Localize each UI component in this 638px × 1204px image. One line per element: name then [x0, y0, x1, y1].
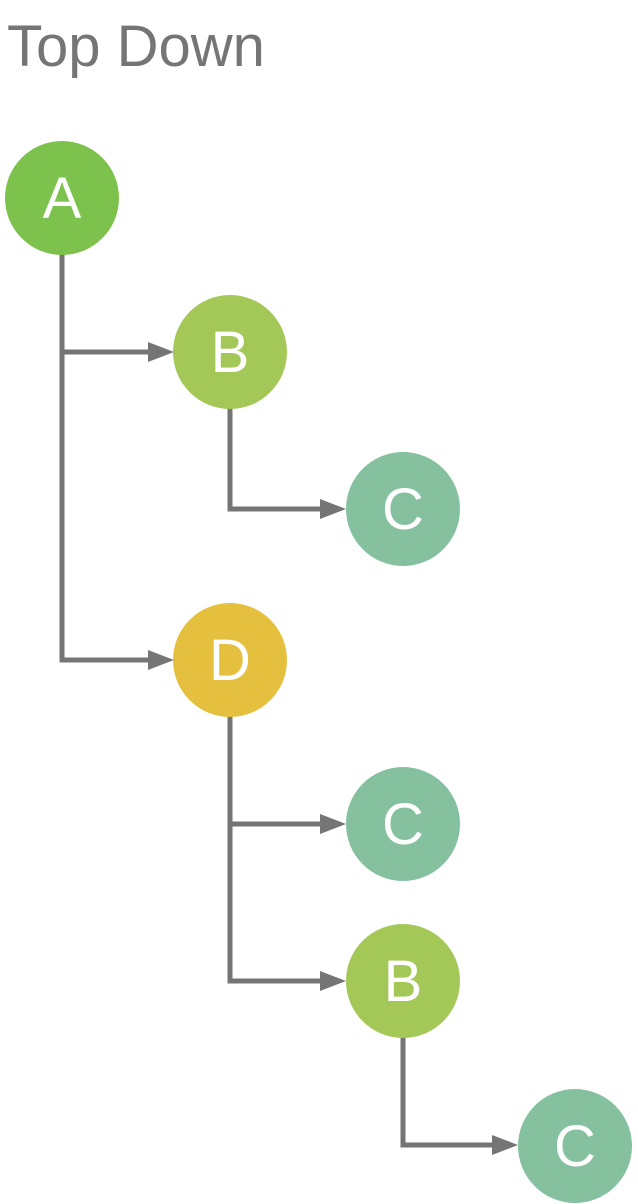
node-b-1[interactable]: B — [173, 295, 287, 409]
edge-d-b2-arrowhead-icon — [320, 971, 346, 991]
node-a-label: A — [42, 165, 82, 231]
node-c-1[interactable]: C — [346, 452, 460, 566]
node-c-3-label: C — [554, 1113, 596, 1179]
edge-a-d-arrowhead-icon — [148, 650, 174, 670]
node-a[interactable]: A — [5, 141, 119, 255]
node-d[interactable]: D — [173, 603, 287, 717]
node-c-2[interactable]: C — [346, 767, 460, 881]
edge-b1-c1-line — [227, 407, 320, 512]
node-c-1-label: C — [382, 476, 424, 542]
edge-d-c2-arrowhead-icon — [320, 814, 346, 834]
node-c-3[interactable]: C — [518, 1089, 632, 1203]
edge-b2-c3-arrowhead-icon — [492, 1135, 518, 1155]
node-b-2[interactable]: B — [346, 924, 460, 1038]
diagram-title: Top Down — [7, 14, 265, 79]
edge-a-b-arrowhead-icon — [148, 342, 174, 362]
node-d-label: D — [209, 627, 251, 693]
node-b-2-label: B — [383, 948, 423, 1014]
edge-d-b2-line — [227, 715, 320, 984]
edge-b2-c3-line — [400, 1036, 492, 1148]
node-b-1-label: B — [210, 319, 250, 385]
edge-a-d-line — [59, 253, 148, 663]
node-c-2-label: C — [382, 791, 424, 857]
edge-b1-c1-arrowhead-icon — [320, 499, 346, 519]
